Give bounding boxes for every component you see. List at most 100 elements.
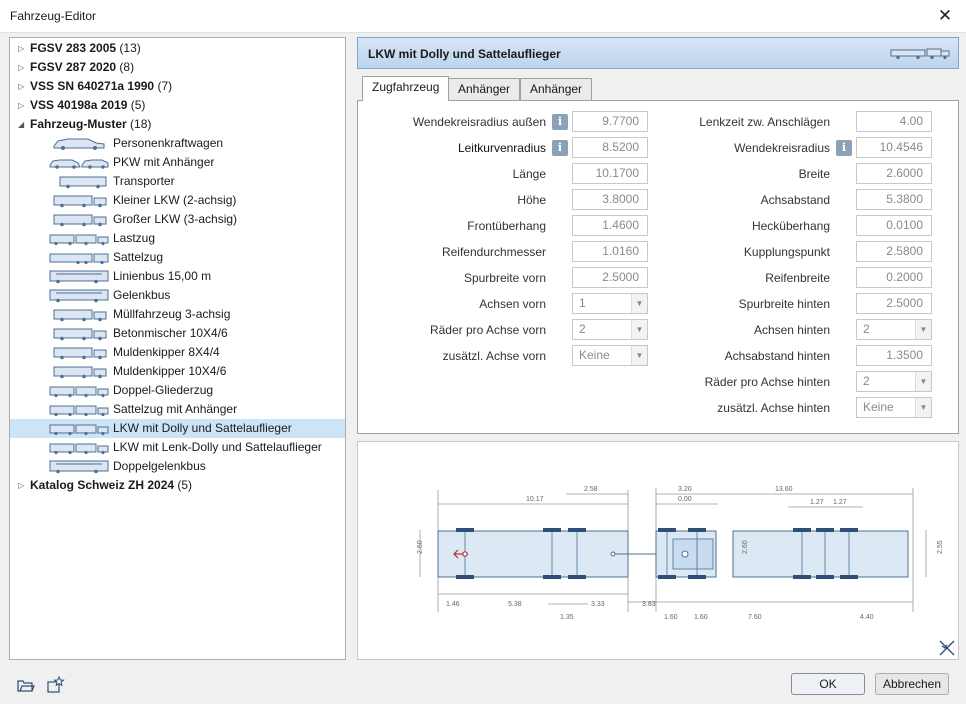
field-label: Reifendurchmesser	[441, 245, 546, 259]
tree-category[interactable]: ◢ Fahrzeug-Muster (18)	[10, 115, 345, 134]
number-input[interactable]: 2.5000	[572, 267, 648, 288]
info-icon[interactable]: i	[836, 140, 852, 156]
field-label: Achsen hinten	[753, 323, 830, 337]
number-input[interactable]: 3.8000	[572, 189, 648, 210]
tree-category[interactable]: ▷ VSS SN 640271a 1990 (7)	[10, 77, 345, 96]
collapse-icon[interactable]	[939, 640, 955, 656]
info-icon[interactable]: i	[552, 140, 568, 156]
dim-label: 4.40	[860, 614, 874, 621]
collapse-icon[interactable]: ◢	[18, 120, 25, 129]
number-input[interactable]: 4.00	[856, 111, 932, 132]
favorite-icon[interactable]	[47, 676, 65, 694]
number-input[interactable]: 2.5000	[856, 293, 932, 314]
expand-icon[interactable]: ▷	[18, 101, 25, 110]
field-label: Frontüberhang	[467, 219, 546, 233]
field-label: Achsabstand hinten	[724, 349, 830, 363]
select-field[interactable]: Keine▼	[856, 397, 932, 418]
truck-dolly-icon	[890, 48, 950, 60]
dim-label: 1.46	[446, 601, 460, 608]
tree-category[interactable]: ▷FGSV 283 2005 (13)	[10, 39, 345, 58]
number-input[interactable]: 1.3500	[856, 345, 932, 366]
info-icon[interactable]: i	[552, 114, 568, 130]
tree-category[interactable]: ▷ Katalog Schweiz ZH 2024 (5)	[10, 476, 345, 495]
tree-category-label: Katalog Schweiz ZH 2024	[30, 478, 175, 492]
tree-item[interactable]: LKW mit Lenk-Dolly und Sattelauflieger	[10, 438, 345, 457]
articulated-bus-icon	[49, 289, 109, 303]
number-input[interactable]: 0.0100	[856, 215, 932, 236]
tab-anhaenger-2[interactable]: Anhänger	[520, 78, 593, 100]
dim-label: 5.38	[508, 601, 522, 608]
tree-category[interactable]: ▷VSS 40198a 2019 (5)	[10, 96, 345, 115]
chevron-down-icon[interactable]: ▼	[631, 294, 647, 313]
field-label: Lenkzeit zw. Anschlägen	[699, 115, 830, 129]
tree-category-text: VSS SN 640271a 1990 (7)	[30, 77, 172, 96]
tree-item[interactable]: Transporter	[10, 172, 345, 191]
number-input[interactable]: 8.5200	[572, 137, 648, 158]
tree-item[interactable]: Sattelzug	[10, 248, 345, 267]
field-label: Räder pro Achse hinten	[704, 375, 830, 389]
expand-icon[interactable]: ▷	[18, 44, 25, 53]
vehicle-tree[interactable]: ▷FGSV 283 2005 (13)▷FGSV 287 2020 (8)▷VS…	[9, 37, 346, 660]
select-field[interactable]: 2▼	[856, 319, 932, 340]
tree-category-label: VSS SN 640271a 1990	[30, 79, 155, 93]
tree-category-label: Fahrzeug-Muster	[30, 117, 127, 131]
tree-item-label: Lastzug	[113, 231, 156, 245]
chevron-down-icon[interactable]: ▼	[915, 398, 931, 417]
number-input[interactable]: 1.0160	[572, 241, 648, 262]
tree-category-label: FGSV 283 2005	[30, 41, 117, 55]
tree-category[interactable]: ▷FGSV 287 2020 (8)	[10, 58, 345, 77]
tree-item[interactable]: Doppelgelenkbus	[10, 457, 345, 476]
tree-item[interactable]: Lastzug	[10, 229, 345, 248]
tree-category-count: (18)	[130, 117, 152, 131]
dim-label: 3.33	[591, 601, 605, 608]
field-label: Spurbreite hinten	[738, 297, 830, 311]
chevron-down-icon[interactable]: ▼	[631, 320, 647, 339]
tree-item[interactable]: PKW mit Anhänger	[10, 153, 345, 172]
tab-zugfahrzeug[interactable]: Zugfahrzeug	[362, 76, 450, 101]
tree-item[interactable]: Müllfahrzeug 3-achsig	[10, 305, 345, 324]
tree-item[interactable]: LKW mit Dolly und Sattelauflieger	[10, 419, 345, 438]
tree-item[interactable]: Betonmischer 10X4/6	[10, 324, 345, 343]
tree-category-count: (7)	[157, 79, 173, 93]
number-input[interactable]: 5.3800	[856, 189, 932, 210]
expand-icon[interactable]: ▷	[18, 481, 25, 490]
semi-trailer-icon	[49, 405, 109, 417]
select-field[interactable]: Keine▼	[572, 345, 648, 366]
field-label: Achsen vorn	[479, 297, 546, 311]
chevron-down-icon[interactable]: ▼	[915, 372, 931, 391]
select-field[interactable]: 2▼	[856, 371, 932, 392]
number-input[interactable]: 10.4546	[856, 137, 932, 158]
field-label: Reifenbreite	[765, 271, 830, 285]
tree-item[interactable]: Linienbus 15,00 m	[10, 267, 345, 286]
tab-anhaenger-1[interactable]: Anhänger	[448, 78, 521, 100]
close-icon[interactable]: ✕	[937, 6, 953, 25]
open-folder-icon[interactable]	[17, 676, 35, 694]
select-field[interactable]: 2▼	[572, 319, 648, 340]
tree-item[interactable]: Sattelzug mit Anhänger	[10, 400, 345, 419]
select-field[interactable]: 1▼	[572, 293, 648, 314]
tree-item[interactable]: Großer LKW (3-achsig)	[10, 210, 345, 229]
tree-item[interactable]: Doppel-Gliederzug	[10, 381, 345, 400]
field-label: Länge	[512, 167, 546, 181]
cancel-button[interactable]: Abbrechen	[875, 673, 949, 695]
number-input[interactable]: 10.1700	[572, 163, 648, 184]
expand-icon[interactable]: ▷	[18, 82, 25, 91]
concrete-mixer-icon	[53, 328, 107, 341]
tree-category-text: Fahrzeug-Muster (18)	[30, 115, 151, 134]
tree-item[interactable]: Personenkraftwagen	[10, 134, 345, 153]
number-input[interactable]: 0.2000	[856, 267, 932, 288]
tree-item[interactable]: Muldenkipper 10X4/6	[10, 362, 345, 381]
number-input[interactable]: 2.5800	[856, 241, 932, 262]
ok-button[interactable]: OK	[791, 673, 865, 695]
tree-item[interactable]: Muldenkipper 8X4/4	[10, 343, 345, 362]
number-input[interactable]: 1.4600	[572, 215, 648, 236]
chevron-down-icon[interactable]: ▼	[631, 346, 647, 365]
tree-category-count: (8)	[119, 60, 135, 74]
chevron-down-icon[interactable]: ▼	[915, 320, 931, 339]
tree-item[interactable]: Gelenkbus	[10, 286, 345, 305]
number-input[interactable]: 2.6000	[856, 163, 932, 184]
number-input[interactable]: 9.7700	[572, 111, 648, 132]
tree-category-count: (5)	[177, 478, 193, 492]
expand-icon[interactable]: ▷	[18, 63, 25, 72]
tree-item[interactable]: Kleiner LKW (2-achsig)	[10, 191, 345, 210]
